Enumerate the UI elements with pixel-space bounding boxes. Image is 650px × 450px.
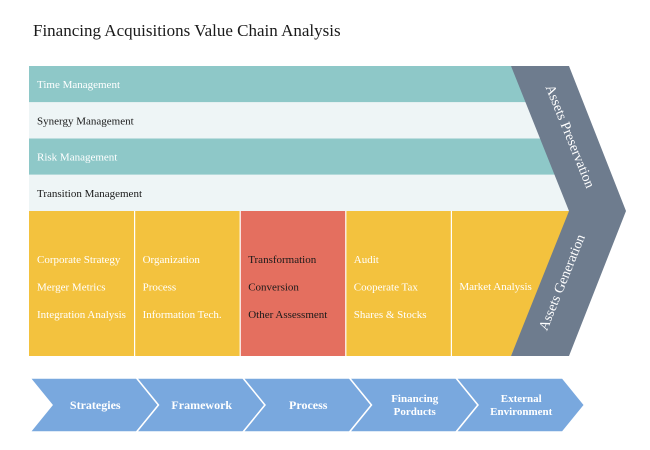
column-item: Transformation xyxy=(248,254,317,266)
column-item: Audit xyxy=(354,254,379,266)
process-step-5 xyxy=(454,377,586,433)
band-3 xyxy=(29,138,598,175)
process-step-label: Framework xyxy=(171,398,232,412)
diagram-title: Financing Acquisitions Value Chain Analy… xyxy=(33,21,341,40)
column-item: Conversion xyxy=(248,282,299,294)
band-2 xyxy=(29,102,569,139)
band-4 xyxy=(29,174,626,211)
process-step-label: External xyxy=(501,393,542,405)
column-item: Information Tech. xyxy=(143,309,222,321)
assets-chevron xyxy=(511,66,626,356)
column-item: Corporate Strategy xyxy=(37,254,121,266)
column-item: Cooperate Tax xyxy=(354,282,419,294)
process-step-label: Strategies xyxy=(70,398,121,412)
process-step-label: Process xyxy=(289,398,328,412)
column-item: Market Analysis xyxy=(459,281,531,293)
column-item: Organization xyxy=(143,254,201,266)
column-item: Other Assessment xyxy=(248,309,327,321)
process-step-label: Porducts xyxy=(394,406,437,418)
process-step-label: Environment xyxy=(490,406,552,418)
column-item: Merger Metrics xyxy=(37,282,106,294)
band-label: Synergy Management xyxy=(37,115,134,127)
band-label: Risk Management xyxy=(37,152,117,164)
column-item: Shares & Stocks xyxy=(354,309,427,321)
column-item: Process xyxy=(143,282,177,294)
process-step-label: Financing xyxy=(391,393,439,405)
column-item: Integration Analysis xyxy=(37,309,126,321)
band-label: Transition Management xyxy=(37,188,142,200)
band-1 xyxy=(29,66,540,103)
column-highlight xyxy=(240,211,346,356)
band-label: Time Management xyxy=(37,79,120,91)
